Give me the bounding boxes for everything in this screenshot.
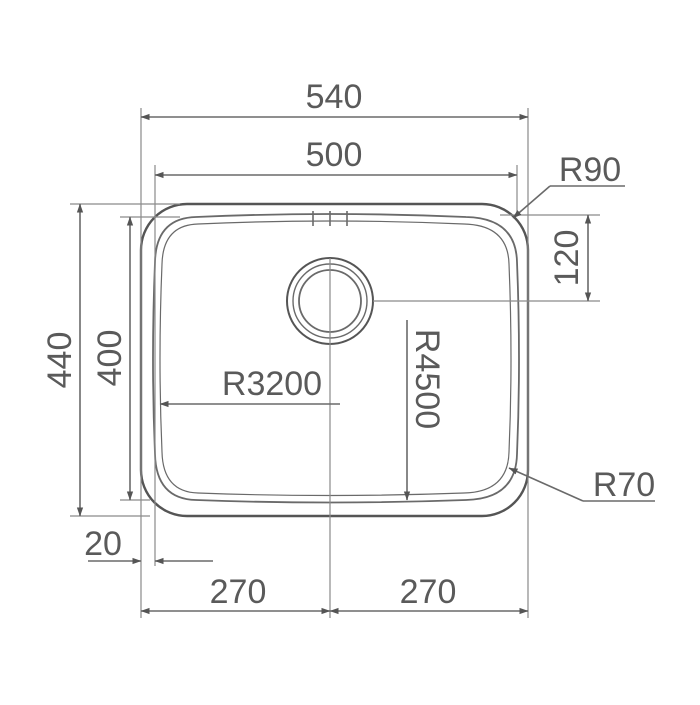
label-corner-radius-inner: R70 [593, 466, 655, 504]
label-half-right: 270 [400, 573, 457, 611]
leader-r90 [512, 185, 625, 219]
sink-bowl-inner-outline [159, 220, 512, 497]
label-drain-offset: 120 [548, 230, 586, 287]
label-rim-width: 20 [84, 525, 122, 563]
label-radius-y: R4500 [408, 329, 446, 429]
label-bowl-width: 500 [306, 136, 363, 174]
label-half-left: 270 [210, 573, 267, 611]
extension-lines [70, 108, 600, 618]
leader-r70 [508, 467, 655, 502]
sink-outer-outline [139, 202, 530, 518]
label-overall-width: 540 [306, 78, 363, 116]
overflow-marks [312, 211, 348, 226]
label-corner-radius-outer: R90 [559, 151, 621, 189]
sink-bowl-outline [152, 213, 520, 504]
label-radius-x: R3200 [222, 365, 322, 403]
label-overall-depth: 440 [41, 332, 79, 389]
label-bowl-depth: 400 [91, 330, 129, 387]
